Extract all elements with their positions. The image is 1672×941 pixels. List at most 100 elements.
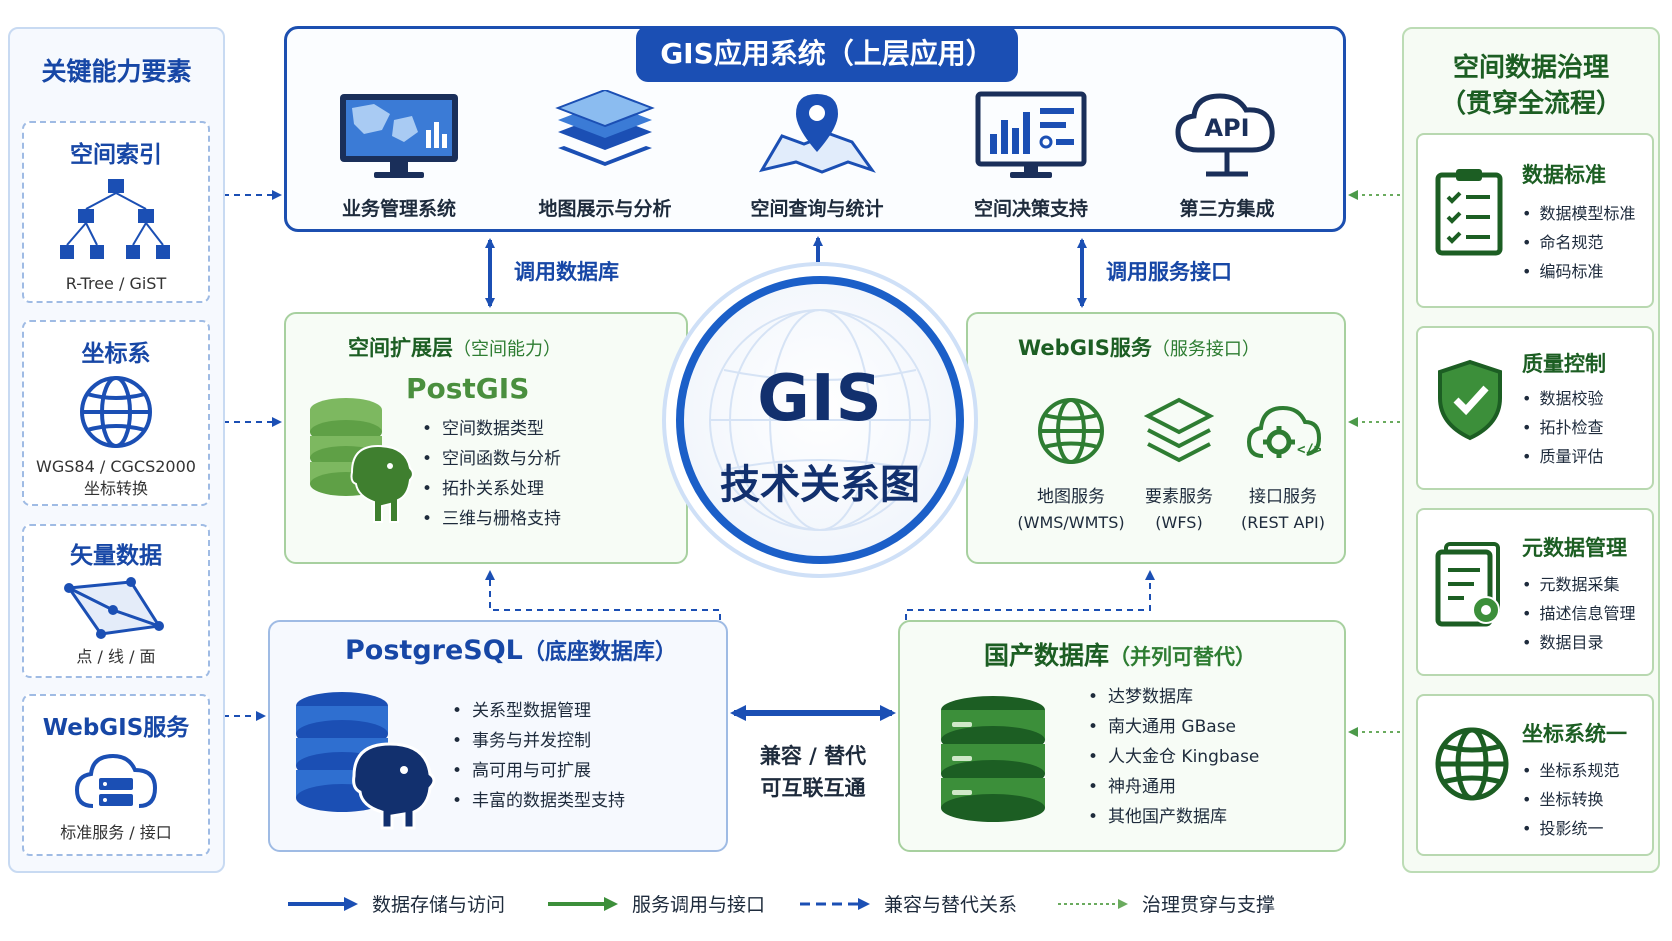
card-coordinate-system[interactable]: 坐标系 WGS84 / CGCS2000 坐标转换 [22, 320, 210, 506]
key-capabilities-title: 关键能力要素 [41, 57, 192, 86]
service-map[interactable]: 地图服务 (WMS/WMTS) [1012, 396, 1130, 532]
arrow-pg-up [485, 570, 721, 620]
app-business-management[interactable]: 业务管理系统 [304, 90, 494, 221]
governance-card-title: 质量控制 [1522, 352, 1606, 376]
service-name: 接口服务 [1249, 487, 1317, 507]
legend-solid-blue-line [288, 896, 358, 911]
document-gear-icon [1434, 540, 1506, 636]
postgresql-title: PostgreSQL（底座数据库） [345, 635, 677, 666]
governance-bullets: 数据校验 拓扑检查 质量评估 [1522, 384, 1603, 471]
app-item-label: 空间决策支持 [973, 198, 1088, 220]
legend-label: 治理贯穿与支撑 [1142, 894, 1276, 916]
monitor-map-icon [334, 94, 464, 186]
bullet-item: 数据模型标准 [1522, 199, 1635, 228]
center-subtitle: 技术关系图 [720, 462, 920, 508]
app-item-label: 业务管理系统 [341, 198, 456, 220]
legend-label: 兼容与替代关系 [884, 894, 1018, 916]
bullet-item: 拓扑检查 [1522, 413, 1603, 442]
vector-polygon-icon [24, 574, 208, 640]
bullet-item: 坐标系规范 [1522, 756, 1619, 785]
service-feature[interactable]: 要素服务 (WFS) [1120, 396, 1238, 532]
governance-card-standard[interactable]: 数据标准 数据模型标准 命名规范 编码标准 [1416, 133, 1654, 308]
label-call-service: 调用服务接口 [1106, 260, 1232, 284]
globe-icon [24, 374, 208, 450]
dashboard-chart-icon [966, 91, 1096, 186]
app-item-label: 第三方集成 [1179, 198, 1275, 220]
bullet-item: 其他国产数据库 [1088, 802, 1259, 832]
governance-bullets: 数据模型标准 命名规范 编码标准 [1522, 199, 1635, 286]
postgis-db-icon [306, 396, 422, 530]
center-title: GIS [757, 362, 883, 436]
spatial-extension-title: 空间扩展层（空间能力） [348, 336, 561, 360]
postgis-label: PostGIS [406, 372, 530, 405]
cloud-gear-icon: </> [1245, 405, 1322, 470]
bullet-item: 空间数据类型 [422, 414, 561, 444]
governance-card-quality[interactable]: 质量控制 数据校验 拓扑检查 质量评估 [1416, 326, 1654, 490]
card-caption: 标准服务 / 接口 [60, 823, 172, 842]
service-interface[interactable]: </> 接口服务 (REST API) [1224, 396, 1342, 532]
domestic-db-title: 国产数据库（并列可替代） [984, 641, 1257, 670]
svg-text:</>: </> [1297, 442, 1321, 458]
app-item-label: 空间查询与统计 [750, 198, 884, 220]
app-item-label: 地图展示与分析 [538, 198, 672, 220]
card-title: 坐标系 [81, 341, 151, 367]
card-spatial-index[interactable]: 空间索引 R-Tree / GiST [22, 121, 210, 303]
bullet-item: 编码标准 [1522, 257, 1635, 286]
service-spec: (WFS) [1155, 513, 1203, 532]
governance-card-title: 元数据管理 [1522, 536, 1627, 560]
governance-title: 空间数据治理 （贯穿全流程） [1439, 53, 1622, 119]
governance-card-title: 数据标准 [1522, 163, 1606, 187]
governance-card-metadata[interactable]: 元数据管理 元数据采集 描述信息管理 数据目录 [1416, 508, 1654, 676]
service-spec: (REST API) [1240, 513, 1326, 532]
card-caption: 点 / 线 / 面 [76, 647, 156, 666]
bullet-item: 元数据采集 [1522, 570, 1635, 599]
bullet-item: 命名规范 [1522, 228, 1635, 257]
legend-label: 数据存储与访问 [372, 894, 506, 916]
bullet-item: 描述信息管理 [1522, 599, 1635, 628]
label-call-db: 调用数据库 [514, 260, 619, 284]
app-spatial-query[interactable]: 空间查询与统计 [722, 90, 912, 221]
map-layers-icon [540, 88, 670, 186]
bullet-item: 神舟通用 [1088, 772, 1259, 802]
card-caption: R-Tree / GiST [65, 274, 167, 293]
card-webgis-service[interactable]: WebGIS服务 标准服务 / 接口 [22, 694, 210, 856]
map-pin-icon [752, 94, 882, 186]
legend-label: 服务调用与接口 [632, 894, 766, 916]
bullet-item: 关系型数据管理 [452, 696, 625, 726]
postgis-bullets: 空间数据类型 空间函数与分析 拓扑关系处理 三维与栅格支持 [422, 414, 561, 534]
legend-data-storage: 数据存储与访问 [286, 890, 505, 917]
bullet-item: 空间函数与分析 [422, 444, 561, 474]
card-title: 矢量数据 [70, 543, 162, 569]
api-text: API [1204, 114, 1250, 142]
governance-card-coordinate[interactable]: 坐标系统一 坐标系规范 坐标转换 投影统一 [1416, 694, 1654, 856]
governance-card-title: 坐标系统一 [1522, 722, 1627, 746]
bullet-item: 投影统一 [1522, 814, 1619, 843]
app-map-display[interactable]: 地图展示与分析 [510, 88, 700, 221]
domestic-db-bullets: 达梦数据库 南大通用 GBase 人大金仓 Kingbase 神舟通用 其他国产… [1088, 682, 1259, 832]
card-vector-data[interactable]: 矢量数据 点 / 线 / 面 [22, 524, 210, 678]
center-globe-watermark-icon [709, 309, 931, 531]
legend-dashed-blue-line [800, 897, 870, 910]
legend-service-call: 服务调用与接口 [546, 890, 765, 917]
card-title: WebGIS服务 [42, 715, 190, 741]
globe-icon [1434, 724, 1510, 808]
service-name: 要素服务 [1145, 487, 1213, 507]
app-third-party[interactable]: API 第三方集成 [1132, 90, 1322, 221]
postgresql-db-icon [292, 690, 442, 834]
card-title: 空间索引 [70, 142, 162, 168]
gis-application-title: GIS应用系统（上层应用） [636, 26, 1018, 82]
service-name: 地图服务 [1037, 487, 1105, 507]
cloud-server-icon [24, 748, 208, 814]
card-caption-2: 坐标转换 [83, 479, 148, 498]
card-caption-1: WGS84 / CGCS2000 [36, 457, 196, 476]
legend-compat: 兼容与替代关系 [798, 890, 1017, 917]
tree-hierarchy-icon [24, 177, 208, 267]
legend-governance: 治理贯穿与支撑 [1056, 890, 1275, 917]
app-decision-support[interactable]: 空间决策支持 [936, 90, 1126, 221]
api-cloud-icon: API [1162, 90, 1292, 182]
clipboard-check-icon [1434, 165, 1504, 261]
arrow-dom-up [905, 570, 1155, 620]
legend-solid-green-line [548, 896, 618, 911]
bullet-item: 坐标转换 [1522, 785, 1619, 814]
governance-bullets: 元数据采集 描述信息管理 数据目录 [1522, 570, 1635, 657]
